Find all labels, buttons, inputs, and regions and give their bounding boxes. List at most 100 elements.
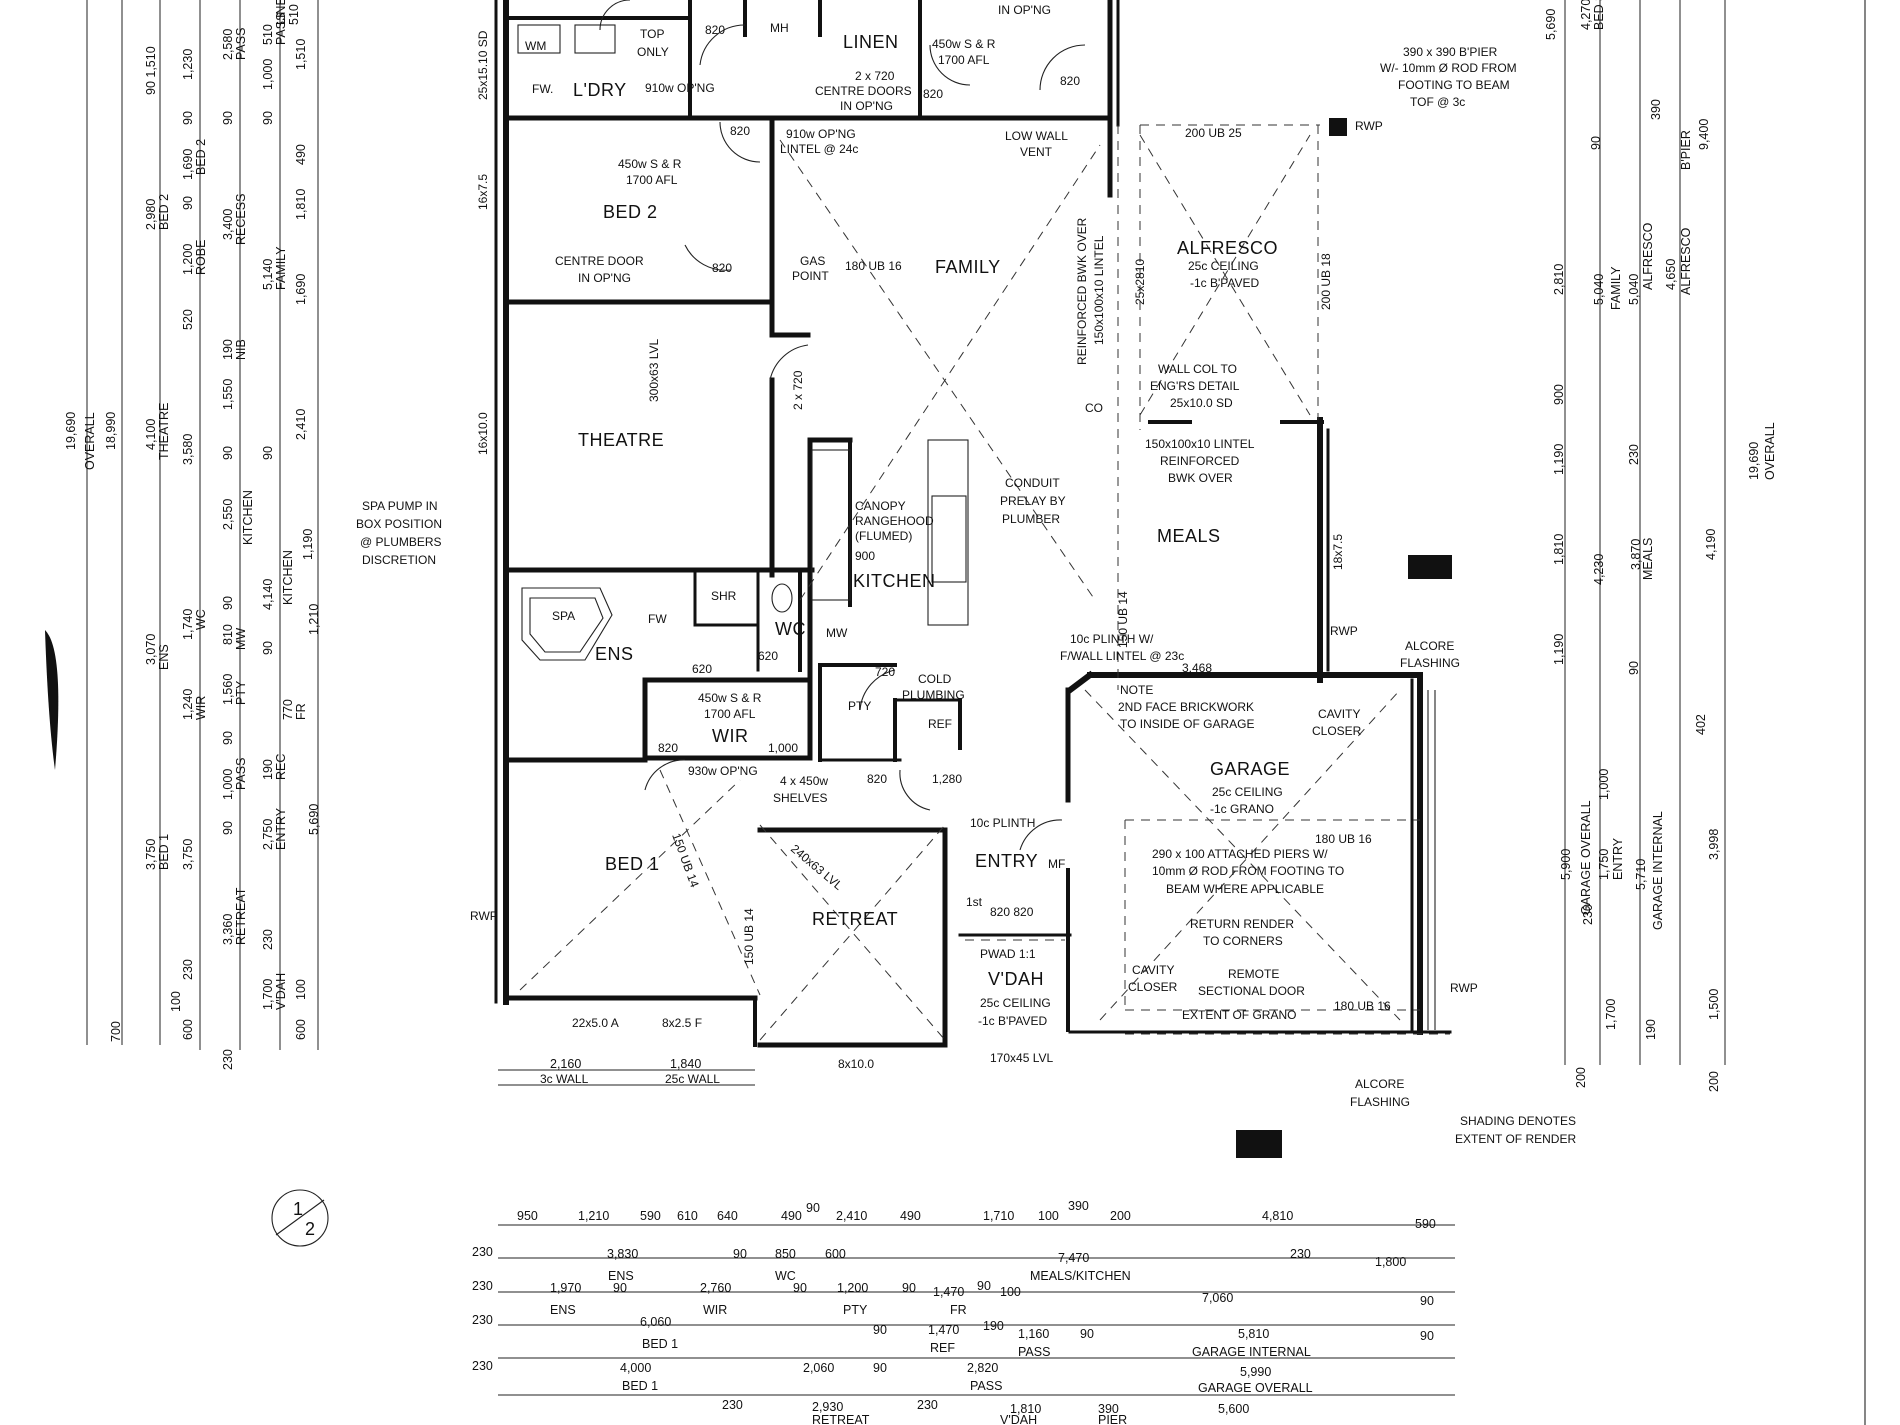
dim-l3: 2,550 xyxy=(221,499,235,530)
note-spa-pump-2: BOX POSITION xyxy=(356,517,442,531)
dim-b3: 2,760 xyxy=(700,1281,731,1295)
note-pier-3: FOOTING TO BEAM xyxy=(1398,78,1510,92)
dim-b2: 230 xyxy=(1290,1247,1311,1261)
note-wall-col-1: WALL COL TO xyxy=(1158,362,1237,376)
note-alcore-bottom-2: FLASHING xyxy=(1350,1095,1410,1109)
rwp-pier-marker xyxy=(1329,118,1347,136)
note-sd-16-10: 16x10.0 xyxy=(476,412,490,455)
dim-l5: 1,510 xyxy=(294,39,308,70)
note-low-wall-2: VENT xyxy=(1020,145,1053,159)
dim-b4: PASS xyxy=(1018,1345,1050,1359)
dim-l3: 90 xyxy=(221,731,235,745)
note-opng-lintel-2: LINTEL @ 24c xyxy=(780,142,858,156)
door-width: 820 xyxy=(1060,74,1080,88)
dim-b5: 5,990 xyxy=(1240,1365,1271,1379)
room-family: FAMILY xyxy=(935,257,1001,277)
note-remote-1: REMOTE xyxy=(1228,967,1279,981)
note-wm: WM xyxy=(525,39,546,53)
note-garage-ceiling-1: 25c CEILING xyxy=(1212,785,1283,799)
dim-b1: 390 xyxy=(1068,1199,1089,1213)
dim-b6: 390 xyxy=(1098,1402,1119,1416)
note-canopy-3: (FLUMED) xyxy=(855,529,912,543)
dim-b4: 90 xyxy=(1080,1327,1094,1341)
dim-b1: 1,710 xyxy=(983,1209,1014,1223)
dim-r2: 5,040 xyxy=(1592,274,1606,305)
dim-l4: 230 xyxy=(261,929,275,950)
dim-l3: 190 xyxy=(221,339,235,360)
dim-r4: 3,998 xyxy=(1707,829,1721,860)
note-sd-25-15: 25x15.10 SD xyxy=(476,30,490,100)
room-shr: SHR xyxy=(711,589,737,603)
dim-l3: 90 xyxy=(221,821,235,835)
left-dimensions: 19,690 OVERALL 18,990 90 1,510 2,980 BED… xyxy=(64,0,321,1070)
dim-l2: 1,740 xyxy=(181,609,195,640)
dim-l3: PASS xyxy=(234,28,248,60)
note-window-8x25f: 8x2.5 F xyxy=(662,1016,702,1030)
room-retreat: RETREAT xyxy=(812,909,898,929)
note-window-8x100: 8x10.0 xyxy=(838,1057,874,1071)
door-width: 820 xyxy=(730,124,750,138)
note-alcore-1: ALCORE xyxy=(1405,639,1454,653)
dim-l4: 90 xyxy=(261,641,275,655)
room-bed1: BED 1 xyxy=(605,854,660,874)
dim-l5: 1,190 xyxy=(301,529,315,560)
note-piers-1: 290 x 100 ATTACHED PIERS W/ xyxy=(1152,847,1328,861)
note-ub-family: 180 UB 16 xyxy=(845,259,902,273)
dim-l4: 1,700 xyxy=(261,979,275,1010)
dim-l2: 1,240 xyxy=(181,689,195,720)
dim-r2: ENTRY xyxy=(1611,837,1625,880)
dim-b3: 90 xyxy=(793,1281,807,1295)
note-alfresco-ceiling-1: 25c CEILING xyxy=(1188,259,1259,273)
note-co: CO xyxy=(1085,401,1103,415)
note-cavity-g-2: CLOSER xyxy=(1128,980,1178,994)
dim-l1: THEATRE xyxy=(157,403,171,460)
room-alfresco: ALFRESCO xyxy=(1177,238,1278,258)
dim-b1: 490 xyxy=(781,1209,802,1223)
dim-l1: ENS xyxy=(157,644,171,670)
note-centre-door-1: CENTRE DOOR xyxy=(555,254,644,268)
room-kitchen: KITCHEN xyxy=(853,571,936,591)
dim-r2: 4,270 xyxy=(1579,0,1593,30)
note-window-22x50a: 22x5.0 A xyxy=(572,1016,619,1030)
dim-b5: GARAGE OVERALL xyxy=(1198,1381,1313,1395)
dim-b4: 6,060 xyxy=(640,1315,671,1329)
note-conduit-2: PRELAY BY xyxy=(1000,494,1066,508)
dim-r3: 230 xyxy=(1627,444,1641,465)
dim-b1: 640 xyxy=(717,1209,738,1223)
dim-l4: 510 xyxy=(261,24,275,45)
dim-r1: 900 xyxy=(1552,384,1566,405)
dim-l5: 5,690 xyxy=(307,804,321,835)
note-extent-grano: EXTENT OF GRANO xyxy=(1182,1008,1296,1022)
dim-l2: WC xyxy=(194,609,208,630)
note-pier-1: 390 x 390 B'PIER xyxy=(1403,45,1498,59)
dim-b3: 90 xyxy=(613,1281,627,1295)
dim-l1: 90 1,510 xyxy=(144,46,158,95)
door-width: 1,000 xyxy=(768,741,798,755)
note-plinth-10c: 10c PLINTH xyxy=(970,816,1035,830)
dim-b2: WC xyxy=(775,1269,796,1283)
note-spa-pump-1: SPA PUMP IN xyxy=(362,499,438,513)
dim-r2: 4,230 xyxy=(1592,554,1606,585)
note-spa-pump-4: DISCRETION xyxy=(362,553,436,567)
dim-b5: BED 1 xyxy=(622,1379,658,1393)
dim-b3: 100 xyxy=(1000,1285,1021,1299)
dim-l2: 230 xyxy=(181,959,195,980)
note-ub-meals: 150 UB 14 xyxy=(1116,591,1130,648)
dim-r3: ALFRESCO xyxy=(1641,222,1655,290)
dim-b6: RETREAT xyxy=(812,1413,870,1425)
dim-b6: 2,930 xyxy=(812,1400,843,1414)
dim-l3: 3,360 xyxy=(221,914,235,945)
dim-b1: 2,410 xyxy=(836,1209,867,1223)
dim-l1: BED 1 xyxy=(157,834,171,870)
note-lvl-170: 170x45 LVL xyxy=(990,1051,1053,1065)
note-mf: MF xyxy=(1048,857,1065,871)
note-1st: 1st xyxy=(966,895,983,909)
note-rwp-meals: RWP xyxy=(1330,624,1358,638)
dim-b3: 230 xyxy=(472,1279,493,1293)
dim-r1: 1,810 xyxy=(1552,534,1566,565)
note-gas-2: POINT xyxy=(792,269,829,283)
section-mark-top: 1 xyxy=(293,1199,304,1219)
door-width: 820 xyxy=(923,87,943,101)
note-cavity-1: CAVITY xyxy=(1318,707,1360,721)
